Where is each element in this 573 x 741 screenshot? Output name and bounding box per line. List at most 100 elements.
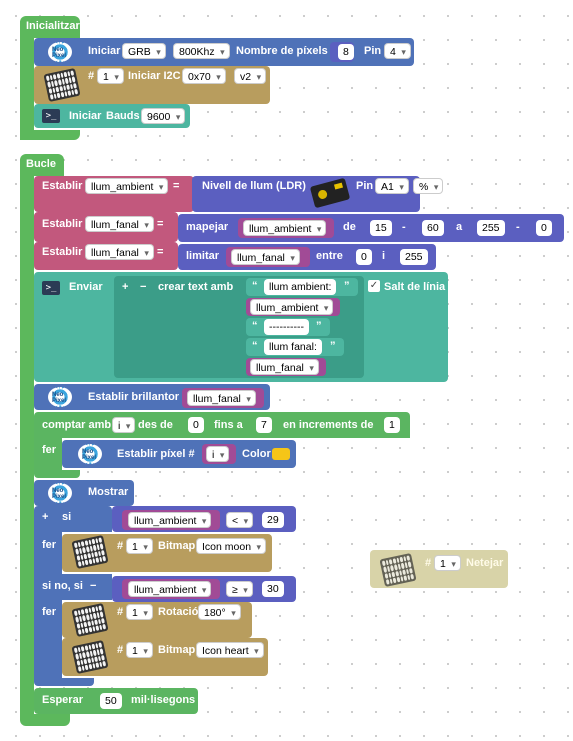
map-from-hi[interactable]: 60 bbox=[422, 220, 444, 236]
elseif-var-dropdown[interactable]: llum_ambient bbox=[128, 581, 212, 598]
text-item-3-value[interactable]: llum fanal: bbox=[264, 339, 322, 355]
ldr-pin-dropdown[interactable]: A1 bbox=[375, 178, 409, 195]
bauds-dropdown[interactable]: 9600 bbox=[141, 108, 186, 125]
bitmap1-icon-dropdown[interactable]: Icon moon bbox=[196, 538, 267, 555]
elseif-op-dropdown[interactable]: ≥ bbox=[226, 581, 253, 598]
neopixel-freq-dropdown[interactable]: 800Khz bbox=[173, 43, 230, 60]
text-item-1-value[interactable]: llum ambient: bbox=[264, 279, 337, 295]
set2-eq: = bbox=[157, 218, 164, 230]
quote-open-3: “ bbox=[252, 340, 258, 352]
map-label: mapejar bbox=[186, 221, 229, 233]
if-bottom bbox=[34, 678, 94, 686]
quote-close-2: ” bbox=[316, 320, 322, 332]
wait-ms-input[interactable]: 50 bbox=[100, 693, 122, 709]
ldr-pin-label: Pin bbox=[356, 180, 374, 192]
init-frame bbox=[20, 36, 34, 140]
text-item-2-value[interactable]: ---------- bbox=[264, 319, 309, 335]
if-value[interactable]: 29 bbox=[262, 512, 284, 528]
create-text-minus[interactable]: − bbox=[140, 281, 147, 293]
pixel-var-dropdown[interactable]: i bbox=[206, 446, 230, 463]
map-var-dropdown[interactable]: llum_ambient bbox=[243, 220, 327, 237]
rotate-deg-dropdown[interactable]: 180° bbox=[198, 604, 241, 621]
serial-terminal-icon: >_ bbox=[42, 109, 60, 123]
limit-hi[interactable]: 255 bbox=[400, 249, 428, 265]
elseif-frame bbox=[34, 600, 62, 682]
limit-i-label: i bbox=[382, 250, 386, 262]
loop-hat-block[interactable] bbox=[20, 154, 64, 176]
elseif-fer-label: fer bbox=[42, 606, 57, 618]
matrix-version-dropdown[interactable]: v2 bbox=[234, 68, 267, 85]
elseif-row[interactable] bbox=[34, 574, 112, 600]
if-block[interactable] bbox=[34, 506, 112, 532]
bitmap2-id-dropdown[interactable]: 1 bbox=[126, 642, 153, 659]
count-step[interactable]: 1 bbox=[384, 417, 400, 433]
newline-label: Salt de línia bbox=[384, 281, 446, 293]
count-start[interactable]: 0 bbox=[188, 417, 204, 433]
ldr-label: Nivell de llum (LDR) bbox=[202, 180, 306, 192]
serial-terminal-icon: >_ bbox=[42, 281, 60, 295]
newline-checkbox[interactable]: ✓ bbox=[368, 280, 380, 292]
map-to-hi[interactable]: 0 bbox=[536, 220, 552, 236]
init-hat-block[interactable] bbox=[20, 16, 80, 38]
map-to-lo[interactable]: 255 bbox=[477, 220, 505, 236]
show-label: Mostrar bbox=[88, 486, 129, 498]
init-bottom bbox=[20, 130, 80, 140]
bitmap2-icon-dropdown[interactable]: Icon heart bbox=[196, 642, 264, 659]
elseif-label: si no, si bbox=[42, 580, 83, 592]
set3-var-dropdown[interactable]: llum_fanal bbox=[85, 244, 154, 261]
limit-var-dropdown[interactable]: llum_fanal bbox=[231, 249, 300, 266]
count-do-label: fer bbox=[42, 444, 57, 456]
bitmap1-id-dropdown[interactable]: 1 bbox=[126, 538, 153, 555]
pixel-color-swatch[interactable] bbox=[272, 448, 290, 460]
clear-id-dropdown[interactable]: 1 bbox=[434, 555, 461, 572]
clear-label: Netejar bbox=[466, 557, 504, 569]
rotate-label: Rotació bbox=[158, 606, 199, 618]
if-op-dropdown[interactable]: < bbox=[226, 512, 254, 529]
map-a-label: a bbox=[456, 221, 463, 233]
send-label: Enviar bbox=[69, 281, 103, 293]
elseif-minus[interactable]: − bbox=[90, 580, 97, 592]
pixel-color-label: Color bbox=[242, 448, 271, 460]
set2-label: Establir bbox=[42, 218, 83, 230]
limit-lo[interactable]: 0 bbox=[356, 249, 372, 265]
brightness-var-dropdown[interactable]: llum_fanal bbox=[187, 390, 256, 407]
set1-var-dropdown[interactable]: llum_ambient bbox=[85, 178, 169, 195]
matrix-init-label: Iniciar I2C bbox=[128, 70, 181, 82]
matrix-id-dropdown[interactable]: 1 bbox=[97, 68, 124, 85]
create-text-label: crear text amb bbox=[158, 281, 234, 293]
set-pixel-label: Establir píxel # bbox=[117, 448, 195, 460]
neopixel-pin-dropdown[interactable]: 4 bbox=[384, 43, 411, 60]
send-var-2-dropdown[interactable]: llum_fanal bbox=[250, 359, 319, 376]
elseif-value[interactable]: 30 bbox=[262, 581, 284, 597]
count-block[interactable] bbox=[34, 412, 410, 438]
set1-label: Establir bbox=[42, 180, 83, 192]
send-var-1-dropdown[interactable]: llum_ambient bbox=[250, 299, 334, 316]
matrix-addr-dropdown[interactable]: 0x70 bbox=[182, 68, 226, 85]
count-end[interactable]: 7 bbox=[256, 417, 272, 433]
rotate-id-dropdown[interactable]: 1 bbox=[126, 604, 153, 621]
count-bottom bbox=[34, 470, 80, 478]
bitmap2-hash: # bbox=[117, 644, 124, 656]
matrix-hash: # bbox=[88, 70, 95, 82]
ldr-unit-dropdown[interactable]: % bbox=[413, 178, 444, 195]
if-var-dropdown[interactable]: llum_ambient bbox=[128, 512, 212, 529]
set2-var-dropdown[interactable]: llum_fanal bbox=[85, 216, 154, 233]
bitmap1-label: Bitmap bbox=[158, 540, 196, 552]
map-from-lo[interactable]: 15 bbox=[370, 220, 392, 236]
bitmap1-hash: # bbox=[117, 540, 124, 552]
limit-between-label: entre bbox=[316, 250, 343, 262]
count-var-dropdown[interactable]: i bbox=[112, 417, 136, 434]
limit-label: limitar bbox=[186, 250, 220, 262]
count-label: comptar amb bbox=[42, 419, 112, 431]
loop-hat-label: Bucle bbox=[26, 158, 56, 170]
count-step-label: en increments de bbox=[283, 419, 374, 431]
create-text-plus[interactable]: + bbox=[122, 281, 129, 293]
if-plus[interactable]: + bbox=[42, 511, 49, 523]
count-frame bbox=[34, 438, 62, 472]
neopixel-type-dropdown[interactable]: GRB bbox=[122, 43, 166, 60]
pixel-count-input[interactable]: 8 bbox=[338, 44, 354, 60]
